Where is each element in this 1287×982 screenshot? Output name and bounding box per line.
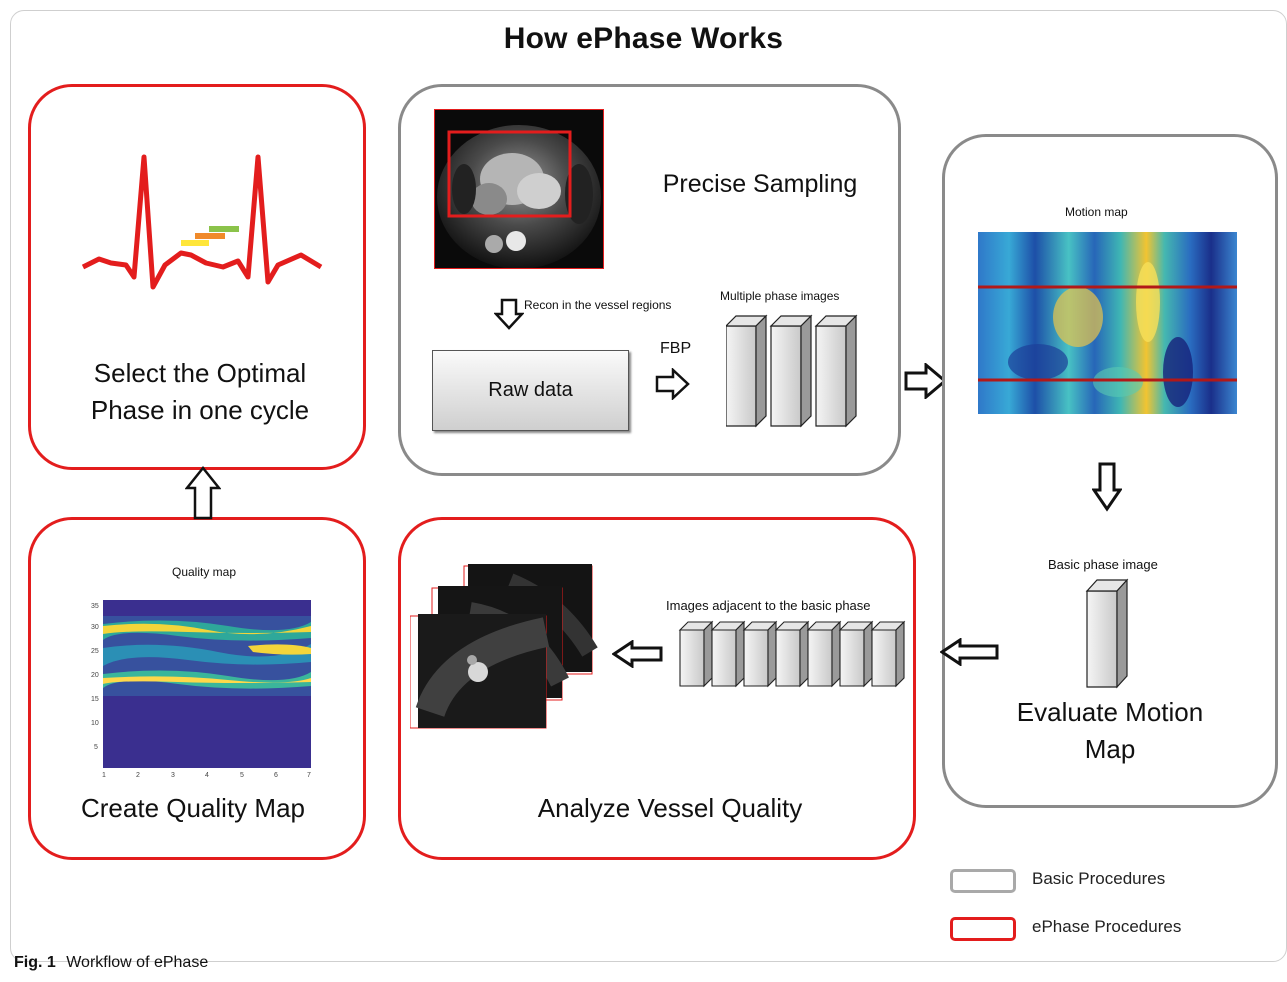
y-tick: 5 <box>94 744 98 751</box>
arrow-down-icon <box>494 298 524 330</box>
motion-map-title: Motion map <box>1065 205 1128 219</box>
y-tick: 30 <box>91 624 99 631</box>
arrow-left-icon <box>612 640 663 668</box>
legend-ephase-label: ePhase Procedures <box>1032 917 1182 936</box>
recon-label: Recon in the vessel regions <box>524 298 672 312</box>
legend-basic-swatch <box>950 869 1016 893</box>
analyze-vessel-label: Analyze Vessel Quality <box>537 793 803 823</box>
adjacent-images-label: Images adjacent to the basic phase <box>666 598 871 613</box>
x-tick: 1 <box>102 772 106 779</box>
legend-basic-label: Basic Procedures <box>1032 869 1166 888</box>
x-tick: 7 <box>307 772 311 779</box>
x-tick: 6 <box>274 772 278 779</box>
x-tick: 4 <box>205 772 209 779</box>
select-phase-box: Select the Optimal Phase in one cycle <box>28 84 366 470</box>
y-tick: 15 <box>91 696 99 703</box>
basic-phase-image <box>1085 578 1129 689</box>
arrow-up-icon <box>185 466 221 520</box>
adjacent-phase-images <box>678 620 906 688</box>
x-tick: 5 <box>240 772 244 779</box>
evaluate-motion-label: Evaluate Motion Map <box>1016 697 1204 764</box>
arrow-right-icon <box>655 368 690 400</box>
arrow-down-icon <box>1092 462 1122 512</box>
multiple-phase-label: Multiple phase images <box>720 289 840 303</box>
figure-caption: Fig. 1 Workflow of ePhase <box>14 954 208 972</box>
vessel-images-stack <box>410 564 598 729</box>
y-tick: 25 <box>91 648 99 655</box>
arrow-right-icon <box>904 363 948 399</box>
phase-bar-orange <box>195 233 225 239</box>
select-phase-label: Select the Optimal Phase in one cycle <box>90 358 310 425</box>
ct-scan-image <box>434 109 604 269</box>
phase-bar-green <box>209 226 239 232</box>
arrow-left-icon <box>940 638 999 666</box>
quality-map-y-ticks: 35 30 25 20 15 10 5 <box>91 603 99 751</box>
diagram-title: How ePhase Works <box>503 22 784 55</box>
precise-sampling-label: Precise Sampling <box>662 170 858 198</box>
caption-label: Fig. 1 <box>14 954 56 971</box>
raw-data-label: Raw data <box>488 379 573 401</box>
multiple-phase-images <box>726 314 858 428</box>
raw-data-box: Raw data <box>432 350 629 431</box>
caption-text: Workflow of ePhase <box>66 954 209 971</box>
quality-map-image: 35 30 25 20 15 10 5 1 2 3 4 5 6 7 <box>91 600 311 779</box>
motion-map-image <box>978 232 1237 414</box>
quality-map-title: Quality map <box>172 565 237 579</box>
y-tick: 20 <box>91 672 99 679</box>
basic-phase-label: Basic phase image <box>1048 557 1158 572</box>
quality-map-x-ticks: 1 2 3 4 5 6 7 <box>102 772 311 779</box>
legend-ephase-swatch <box>950 917 1016 941</box>
y-tick: 35 <box>91 603 99 610</box>
phase-bar-yellow <box>181 240 209 246</box>
fbp-label: FBP <box>660 340 692 357</box>
x-tick: 2 <box>136 772 140 779</box>
ecg-icon <box>81 154 323 290</box>
y-tick: 10 <box>91 720 99 727</box>
x-tick: 3 <box>171 772 175 779</box>
create-quality-label: Create Quality Map <box>81 793 305 823</box>
